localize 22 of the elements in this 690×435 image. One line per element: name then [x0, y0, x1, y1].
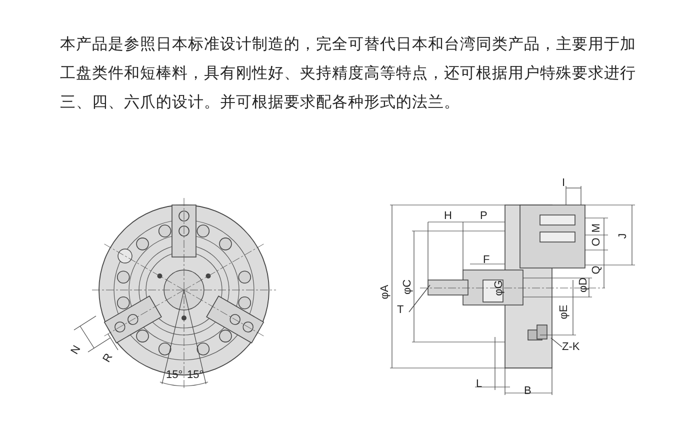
dimension-label: B [524, 385, 532, 397]
dimension-label: R [100, 352, 116, 364]
dimension-label: J [616, 233, 629, 239]
dimension-label: P [480, 210, 488, 222]
dimension-label: O [590, 238, 602, 246]
dimension-label: Q [590, 266, 602, 274]
leader-line [550, 338, 562, 348]
dimension-label: φE [558, 304, 570, 320]
dimension-label: Z-K [562, 341, 580, 353]
description-paragraph: 本产品是参照日本标准设计制造的，完全可替代日本和台湾同类产品，主要用于加工盘类件和短棒料，具有刚性好、夹持精度高等特点，还可根据用户特殊要求进行三、四、六爪的设计。并可根据要求配各种形式的法兰。 [60, 34, 637, 113]
dimension-label: T [397, 304, 404, 316]
dimension-label: M [590, 223, 603, 233]
dimension-label: φD [578, 277, 590, 293]
dimension-label: L [476, 378, 482, 390]
dimension-label: F [483, 254, 490, 266]
dimension-label: φA [379, 284, 392, 300]
leader-line [408, 284, 430, 312]
dimension-label: N [68, 344, 84, 356]
dimension-label: φG [492, 280, 505, 296]
dimension-label: I [562, 177, 566, 189]
dimension-label: φC [402, 279, 414, 295]
dimension-label: H [444, 210, 452, 222]
